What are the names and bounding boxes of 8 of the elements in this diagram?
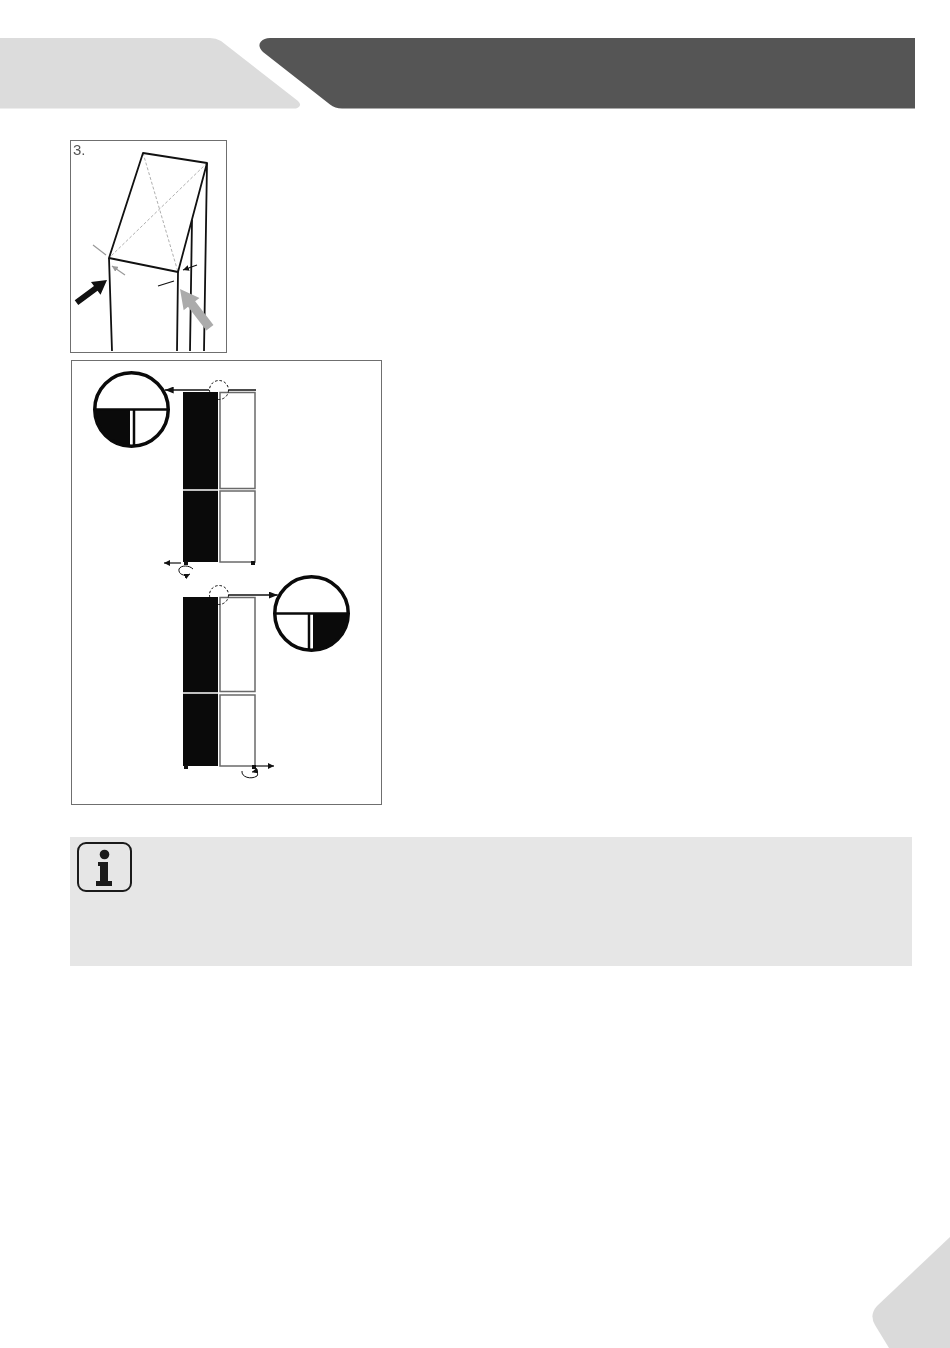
arrow bbox=[164, 386, 210, 394]
magnified-detail-circle bbox=[93, 371, 170, 448]
detail-marker-circle bbox=[209, 380, 229, 400]
arrow bbox=[228, 591, 279, 599]
figure-panel bbox=[71, 360, 382, 805]
magnified-detail-circle bbox=[273, 575, 350, 652]
detail-marker-circle bbox=[209, 585, 229, 605]
step-number: 3. bbox=[73, 142, 86, 157]
